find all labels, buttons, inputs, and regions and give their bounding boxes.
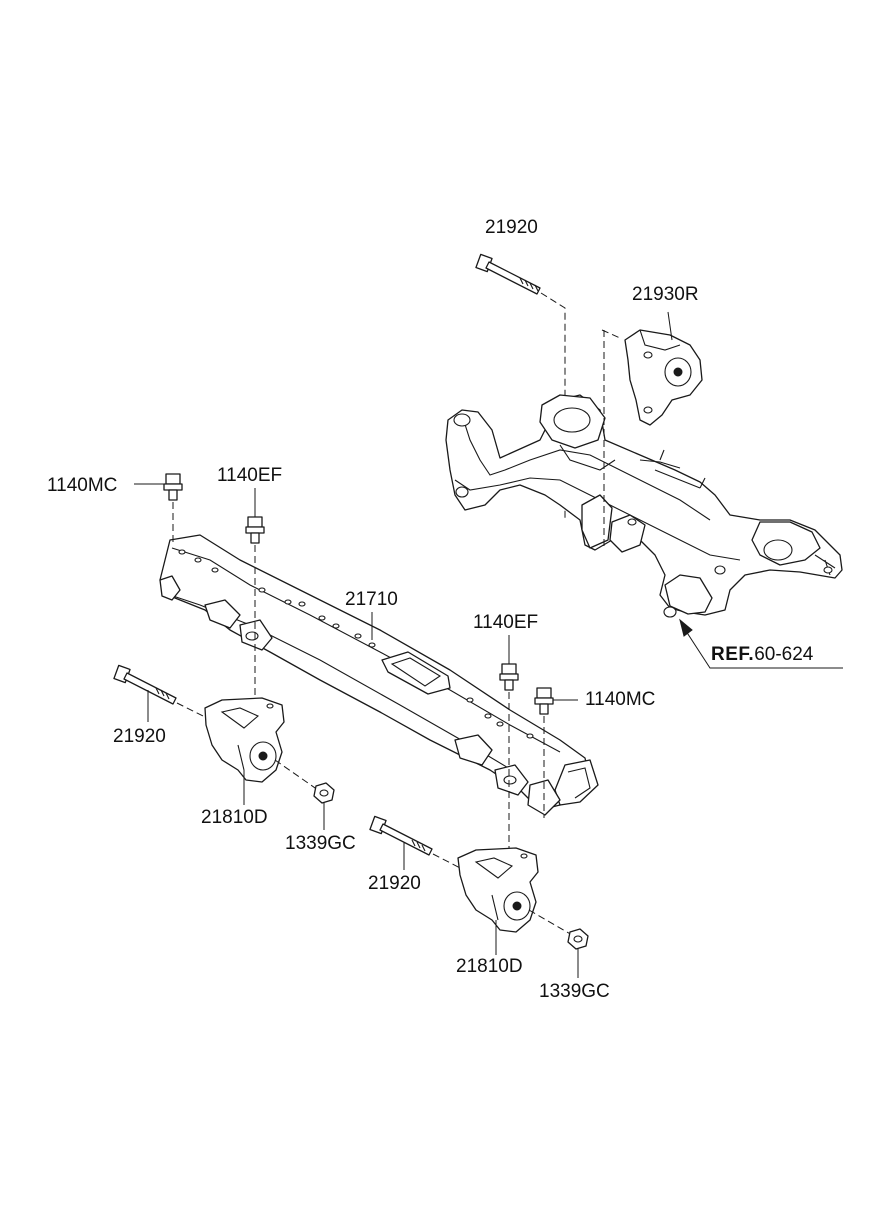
bolt-1140mc-left	[163, 473, 183, 545]
crossmember	[159, 534, 599, 816]
reference-prefix: REF.	[711, 644, 755, 665]
bracket-21810d-left	[204, 697, 319, 791]
nut-1339gc-right	[567, 928, 589, 950]
reference-number: 60-624	[754, 644, 814, 665]
callout-1140mc-right: 1140MC	[585, 689, 656, 710]
callout-21920-right: 21920	[368, 873, 421, 894]
engine-mount-right	[624, 329, 703, 426]
bolt-1140mc-right	[534, 687, 554, 818]
callout-21810d-right: 21810D	[456, 956, 523, 977]
callout-1140ef-right: 1140EF	[473, 612, 539, 633]
bolt-21920-left	[113, 664, 216, 723]
bracket-21810d-right	[457, 847, 573, 936]
callout-21810d-left: 21810D	[201, 807, 268, 828]
front-subframe	[445, 394, 843, 618]
callout-1339gc-left: 1339GC	[285, 833, 356, 854]
subframe-rear-guide	[601, 329, 621, 339]
callout-21930r: 21930R	[632, 284, 699, 305]
bolt-21920-right	[369, 815, 469, 873]
callout-21710: 21710	[345, 589, 398, 610]
bolt-1140ef-left	[245, 516, 265, 745]
callout-1140ef-left: 1140EF	[217, 465, 283, 486]
callout-1140mc-left: 1140MC	[47, 475, 118, 496]
callout-1339gc-right: 1339GC	[539, 981, 610, 1002]
leader-lines	[134, 311, 843, 978]
callout-21920-left: 21920	[113, 726, 166, 747]
callout-21920-top: 21920	[485, 217, 538, 238]
nut-1339gc-left	[313, 782, 335, 804]
reference-label: REF.60-624	[711, 645, 813, 664]
